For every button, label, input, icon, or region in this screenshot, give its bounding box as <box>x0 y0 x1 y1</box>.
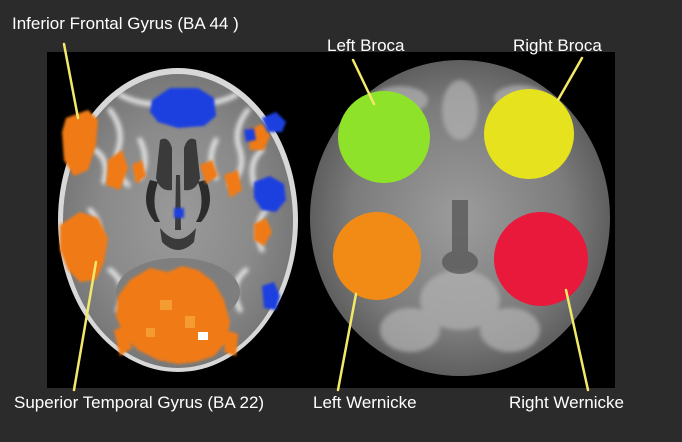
label-left-wernicke: Left Wernicke <box>313 393 417 412</box>
label-inferior-frontal-gyrus: Inferior Frontal Gyrus (BA 44 ) <box>12 14 239 33</box>
pointer-right-wernicke <box>564 288 590 392</box>
label-right-wernicke: Right Wernicke <box>509 393 624 412</box>
pointer-left-wernicke <box>336 292 358 392</box>
roi-left-wernicke <box>333 212 421 300</box>
pointer-left-broca <box>351 58 376 106</box>
pointer-superior-temporal-gyrus <box>72 260 98 392</box>
roi-left-broca <box>338 91 430 183</box>
left-brain-slice <box>58 68 298 372</box>
roi-right-wernicke <box>494 212 588 306</box>
roi-right-broca <box>484 89 574 179</box>
label-left-broca: Left Broca <box>327 36 405 55</box>
pointer-right-broca <box>556 56 584 102</box>
pointer-inferior-frontal-gyrus <box>62 42 80 120</box>
right-brain-slice <box>310 60 610 376</box>
label-right-broca: Right Broca <box>513 36 602 55</box>
label-superior-temporal-gyrus: Superior Temporal Gyrus (BA 22) <box>14 393 265 412</box>
